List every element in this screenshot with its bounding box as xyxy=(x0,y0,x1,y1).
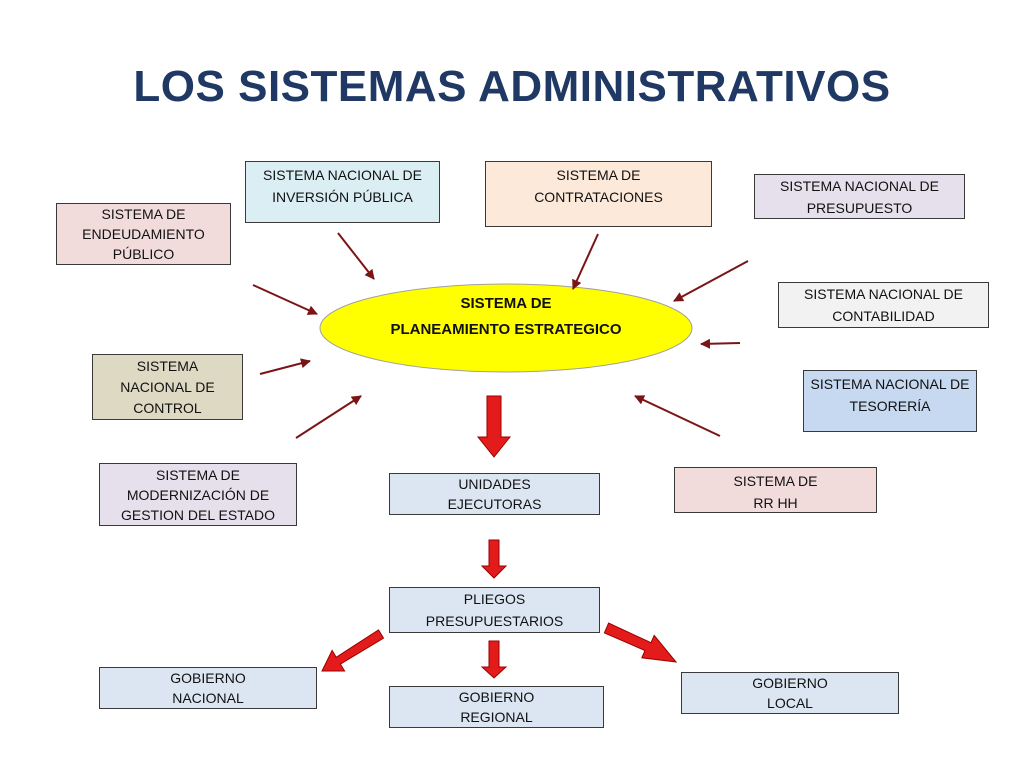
box-contrataciones: SISTEMA DE CONTRATACIONES xyxy=(485,161,712,227)
box-unidades: UNIDADES EJECUTORAS xyxy=(389,473,600,515)
arrow-presupuesto xyxy=(673,260,749,302)
arrow-inversion xyxy=(337,232,375,280)
presupuesto-line-2: PRESUPUESTO xyxy=(806,199,913,216)
control-line-3: CONTROL xyxy=(133,399,202,416)
rrhh-line-1: SISTEMA DE xyxy=(733,473,818,489)
endeudamiento-line-2: ENDEUDAMIENTO xyxy=(82,226,205,242)
contabilidad-line-2: CONTABILIDAD xyxy=(832,308,935,324)
box-control: SISTEMA NACIONAL DE CONTROL xyxy=(92,354,243,420)
box-contabilidad: SISTEMA NACIONAL DE CONTABILIDAD xyxy=(778,282,989,328)
tesoreria-line-2: TESORERÍA xyxy=(849,398,931,414)
box-inversion: SISTEMA NACIONAL DE INVERSIÓN PÚBLICA xyxy=(245,161,440,223)
gob-nacional-line-1: GOBIERNO xyxy=(170,670,246,686)
arrow-modernizacion xyxy=(295,395,362,439)
control-line-2: NACIONAL DE xyxy=(120,378,215,395)
modernizacion-line-2: MODERNIZACIÓN DE xyxy=(126,486,270,503)
arrow-control xyxy=(259,358,311,375)
presupuesto-line-1: SISTEMA NACIONAL DE xyxy=(780,177,939,194)
gob-local-line-1: GOBIERNO xyxy=(752,675,828,691)
block-arrow-to-unidades xyxy=(476,395,512,458)
block-arrow-to-gob-nacional xyxy=(321,629,385,672)
modernizacion-line-1: SISTEMA DE xyxy=(155,466,241,483)
gob-regional-line-2: REGIONAL xyxy=(460,709,533,725)
endeudamiento-line-1: SISTEMA DE xyxy=(101,206,186,222)
gob-nacional-line-2: NACIONAL xyxy=(172,690,244,706)
box-rrhh: SISTEMA DE RR HH xyxy=(674,467,877,513)
box-pliegos: PLIEGOS PRESUPUESTARIOS xyxy=(389,587,600,633)
gob-local-line-2: LOCAL xyxy=(767,695,813,711)
box-gob-regional: GOBIERNO REGIONAL xyxy=(389,686,604,728)
contrataciones-line-1: SISTEMA DE xyxy=(556,167,641,183)
unidades-line-1: UNIDADES xyxy=(458,476,531,492)
pliegos-line-1: PLIEGOS xyxy=(463,591,526,607)
pliegos-line-2: PRESUPUESTARIOS xyxy=(425,613,564,629)
modernizacion-line-3: GESTION DEL ESTADO xyxy=(120,506,276,523)
inversion-line-1: SISTEMA NACIONAL DE xyxy=(263,167,422,183)
endeudamiento-line-3: PÚBLICO xyxy=(112,246,175,262)
block-arrow-to-pliegos xyxy=(480,539,508,579)
block-arrow-to-gob-local xyxy=(603,622,678,663)
contabilidad-line-1: SISTEMA NACIONAL DE xyxy=(804,286,963,302)
arrow-contabilidad xyxy=(700,338,741,349)
box-gob-local: GOBIERNO LOCAL xyxy=(681,672,899,714)
box-endeudamiento: SISTEMA DE ENDEUDAMIENTO PÚBLICO xyxy=(56,203,231,265)
central-label: SISTEMA DE PLANEAMIENTO ESTRATEGICO xyxy=(320,291,692,343)
box-modernizacion: SISTEMA DE MODERNIZACIÓN DE GESTION DEL … xyxy=(99,463,297,526)
arrow-tesoreria xyxy=(634,395,721,437)
page-title: LOS SISTEMAS ADMINISTRATIVOS xyxy=(133,62,891,111)
gob-regional-line-1: GOBIERNO xyxy=(458,689,535,705)
box-gob-nacional: GOBIERNO NACIONAL xyxy=(99,667,317,709)
central-ellipse xyxy=(319,283,693,373)
arrow-endeudamiento xyxy=(252,284,318,315)
tesoreria-line-1: SISTEMA NACIONAL DE xyxy=(810,376,970,392)
rrhh-line-2: RR HH xyxy=(753,495,798,511)
central-line-1: SISTEMA DE xyxy=(460,295,552,312)
unidades-line-2: EJECUTORAS xyxy=(447,496,542,512)
arrow-contrataciones xyxy=(572,233,599,290)
contrataciones-line-2: CONTRATACIONES xyxy=(534,189,663,205)
inversion-line-2: INVERSIÓN PÚBLICA xyxy=(272,189,413,205)
box-presupuesto: SISTEMA NACIONAL DE PRESUPUESTO xyxy=(754,174,965,219)
central-line-2: PLANEAMIENTO ESTRATEGICO xyxy=(390,321,622,338)
box-tesoreria: SISTEMA NACIONAL DE TESORERÍA xyxy=(803,370,977,432)
control-line-1: SISTEMA xyxy=(136,357,199,374)
block-arrow-to-gob-regional xyxy=(480,640,508,679)
